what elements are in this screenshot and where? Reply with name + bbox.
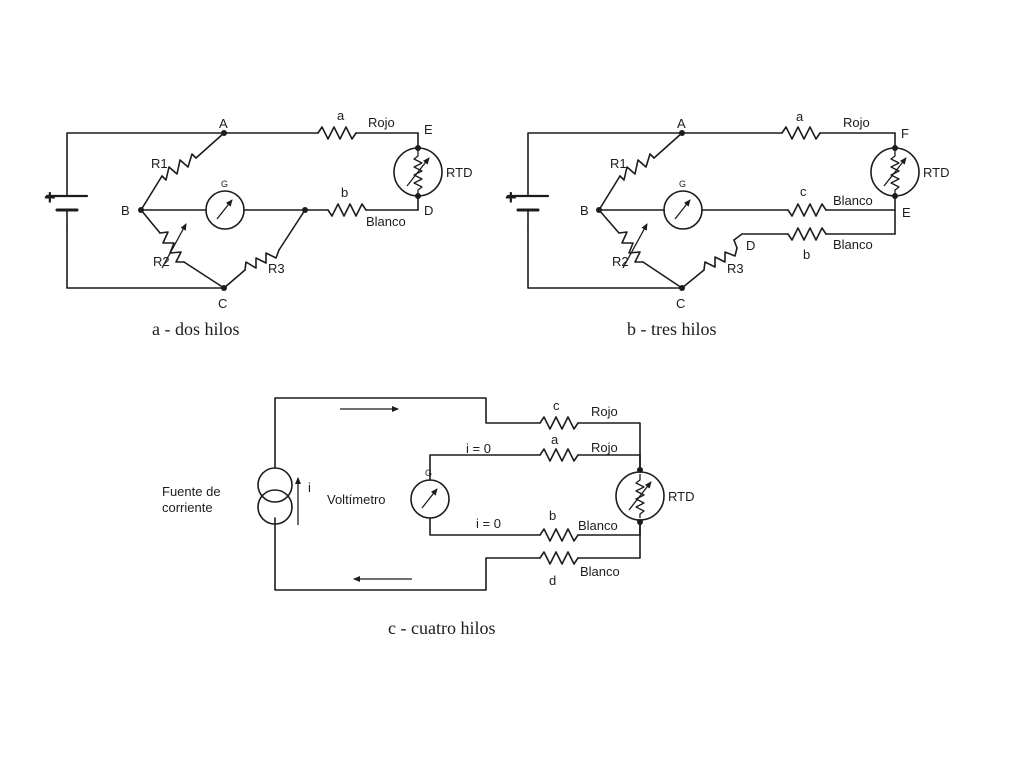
- caption-b: b - tres hilos: [627, 319, 717, 339]
- voltmeter-galvanometer: [410, 479, 450, 519]
- resistor-b: [787, 227, 827, 241]
- rtd-label: RTD: [668, 489, 694, 504]
- caption-c: c - cuatro hilos: [388, 618, 495, 638]
- galvanometer-b: [663, 190, 703, 230]
- label-r2: R2: [612, 254, 629, 269]
- wire-label-a: a: [337, 108, 345, 123]
- wire-label-c: c: [553, 398, 560, 413]
- node-label-b: B: [580, 203, 589, 218]
- wire-label-c: c: [800, 184, 807, 199]
- current-zero-top: i = 0: [466, 441, 491, 456]
- label-r2: R2: [153, 254, 170, 269]
- node-label-c: C: [218, 296, 227, 311]
- source-label-line-2: corriente: [162, 500, 213, 515]
- resistor-r2: [618, 231, 644, 263]
- wire-label-b: b: [549, 508, 556, 523]
- wire-label-d: d: [549, 573, 556, 588]
- wire-color-rojo: Rojo: [368, 115, 395, 130]
- wire-label-a: a: [551, 432, 559, 447]
- node-label-c: C: [676, 296, 685, 311]
- node-label-e: E: [424, 122, 433, 137]
- current-label: i: [308, 480, 311, 495]
- wire-color-blanco-1: Blanco: [578, 518, 618, 533]
- voltmeter-label: Voltímetro: [327, 492, 386, 507]
- current-zero-bottom: i = 0: [476, 516, 501, 531]
- diagram-a-two-wire: + G: [44, 108, 472, 339]
- resistor-a: [781, 126, 821, 140]
- resistor-r2: [159, 231, 185, 263]
- wire-label-a: a: [796, 109, 804, 124]
- wire-color-blanco: Blanco: [366, 214, 406, 229]
- label-r3: R3: [727, 261, 744, 276]
- label-r1: R1: [151, 156, 168, 171]
- diagram-b-three-wire: +: [505, 109, 949, 339]
- node-label-d: D: [424, 203, 433, 218]
- battery-a: [45, 194, 89, 225]
- resistor-c: [787, 203, 827, 217]
- source-label-line-1: Fuente de: [162, 484, 221, 499]
- resistor-d: [539, 551, 579, 565]
- node-label-b: B: [121, 203, 130, 218]
- rtd-sensor-c: [615, 471, 665, 521]
- wire-label-b: b: [803, 247, 810, 262]
- resistor-a: [539, 448, 579, 462]
- wire-label-b: b: [341, 185, 348, 200]
- galvanometer-label: G: [221, 179, 228, 189]
- battery-plus-sign: +: [505, 187, 517, 209]
- wire-color-blanco-2: Blanco: [833, 237, 873, 252]
- rtd-sensor-a: [393, 147, 443, 197]
- battery-b: [506, 194, 550, 225]
- wire-color-blanco-1: Blanco: [833, 193, 873, 208]
- galvanometer-a: [205, 190, 245, 230]
- resistor-r3: [703, 247, 738, 271]
- label-r1: R1: [610, 156, 627, 171]
- wire-color-rojo: Rojo: [843, 115, 870, 130]
- rtd-label: RTD: [446, 165, 472, 180]
- galvanometer-label: G: [425, 468, 432, 478]
- caption-a: a - dos hilos: [152, 319, 240, 339]
- resistor-r3: [244, 249, 280, 271]
- wire-color-rojo-1: Rojo: [591, 404, 618, 419]
- resistor-b: [327, 203, 367, 217]
- galvanometer-label: G: [679, 179, 686, 189]
- resistor-r1: [619, 153, 655, 181]
- resistor-a: [317, 126, 357, 140]
- wire-color-blanco-2: Blanco: [580, 564, 620, 579]
- resistor-b: [539, 528, 579, 542]
- node-label-a: A: [677, 116, 686, 131]
- rtd-sensor-b: [870, 147, 920, 197]
- diagram-c-four-wire: Fuente de corriente i Voltímetro G i = 0…: [162, 397, 694, 638]
- label-r3: R3: [268, 261, 285, 276]
- resistor-c: [539, 416, 579, 430]
- resistor-r1: [161, 153, 197, 181]
- wire-color-rojo-2: Rojo: [591, 440, 618, 455]
- node-label-d: D: [746, 238, 755, 253]
- node-label-a: A: [219, 116, 228, 131]
- rtd-label: RTD: [923, 165, 949, 180]
- battery-plus-sign: +: [44, 187, 56, 209]
- node-label-f: F: [901, 126, 909, 141]
- node-label-e: E: [902, 205, 911, 220]
- current-source: [257, 467, 301, 525]
